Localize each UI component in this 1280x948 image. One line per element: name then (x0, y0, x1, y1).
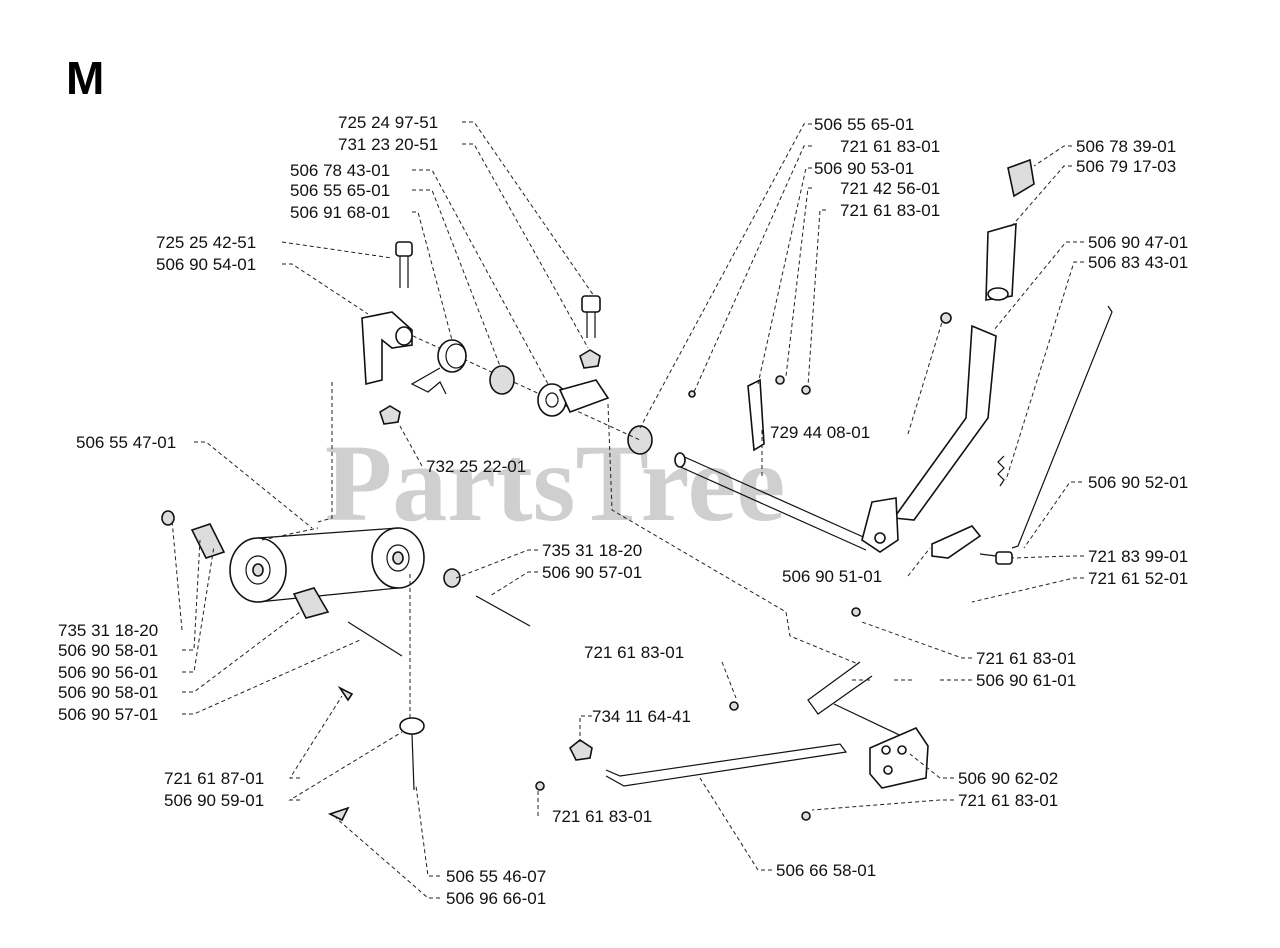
cotter-lower-4 (851, 607, 861, 617)
belt (257, 527, 399, 603)
callout-label: 721 61 83-01 (584, 643, 684, 662)
callout-label: 506 66 58-01 (776, 861, 876, 880)
callout-label: 506 78 43-01 (290, 161, 390, 180)
callout-label: 721 61 83-01 (958, 791, 1058, 810)
callout-label: 506 90 61-01 (976, 671, 1076, 690)
axle-1 (347, 621, 403, 657)
callout-label: 506 78 39-01 (1076, 137, 1176, 156)
callout-label: 721 61 83-01 (976, 649, 1076, 668)
cotter-1 (775, 375, 785, 385)
cotter-3 (688, 390, 696, 398)
callout-label: 506 55 65-01 (814, 115, 914, 134)
nut-lower (379, 405, 401, 425)
callout-label: 506 55 47-01 (76, 433, 176, 452)
nut-lower-mid (568, 739, 593, 761)
rod-lower (605, 743, 848, 787)
pulley-left (229, 537, 287, 603)
axle-2 (475, 595, 531, 627)
callout-label: 721 61 83-01 (840, 201, 940, 220)
clip-1 (337, 685, 354, 702)
flange-bushing (489, 365, 515, 395)
callout-label: 721 61 52-01 (1088, 569, 1188, 588)
callout-label: 506 90 51-01 (782, 567, 882, 586)
leader-lines (171, 121, 1084, 899)
callout-label: 506 90 59-01 (164, 791, 264, 810)
callout-label: 506 90 52-01 (1088, 473, 1188, 492)
callout-label: 721 61 87-01 (164, 769, 264, 788)
parts-artwork (161, 158, 1113, 822)
spacer-2 (292, 587, 330, 619)
washer-left (161, 510, 175, 526)
pivot-pin (747, 378, 765, 452)
cross-shaft (674, 452, 871, 551)
callout-label: 506 96 66-01 (446, 889, 546, 908)
callout-label: 729 44 08-01 (770, 423, 870, 442)
clip-2 (327, 806, 350, 822)
callout-label: 506 83 43-01 (1088, 253, 1188, 272)
callout-label: 506 90 58-01 (58, 641, 158, 660)
callout-label: 725 25 42-51 (156, 233, 256, 252)
handle-grip (985, 222, 1017, 301)
linkage-lower (807, 661, 929, 789)
callout-label: 731 23 20-51 (338, 135, 438, 154)
shaft-bushing (627, 425, 653, 455)
cotter-2 (801, 385, 811, 395)
callout-label: 721 61 83-01 (840, 137, 940, 156)
callout-label: 506 90 57-01 (58, 705, 158, 724)
handle-lever (861, 324, 997, 553)
detent-plate (931, 525, 982, 559)
control-rod-right (1011, 305, 1113, 549)
callout-label: 721 83 99-01 (1088, 547, 1188, 566)
bolt-upper-left (395, 241, 413, 288)
pulley-right (371, 527, 425, 589)
connector-shaft (607, 403, 859, 665)
cotter-lower-2 (729, 701, 739, 711)
cotter-lower-1 (535, 781, 545, 791)
bolt-right (979, 551, 1013, 565)
arm-hub (537, 379, 610, 417)
torsion-spring (410, 339, 467, 395)
callout-label: 506 90 54-01 (156, 255, 256, 274)
cotter-lower-3 (801, 811, 811, 821)
callout-label: 721 61 83-01 (552, 807, 652, 826)
callout-label: 506 90 47-01 (1088, 233, 1188, 252)
knob (1007, 158, 1035, 198)
callout-label: 506 90 53-01 (814, 159, 914, 178)
bracket-lever (361, 311, 413, 386)
connector-left (317, 382, 333, 523)
callout-label: 735 31 18-20 (542, 541, 642, 560)
spacer-1 (190, 523, 226, 559)
spring-right (997, 455, 1005, 487)
screw-grip (940, 312, 952, 324)
callout-label: 735 31 18-20 (58, 621, 158, 640)
adjuster (399, 717, 425, 791)
bolt-center (579, 295, 601, 369)
callout-label: 721 42 56-01 (840, 179, 940, 198)
watermark: PartsTree (325, 422, 785, 544)
washer-right (443, 568, 461, 588)
callout-label: 734 11 64-41 (592, 707, 691, 726)
callout-label: 506 55 46-07 (446, 867, 546, 886)
callout-label: 506 90 58-01 (58, 683, 158, 702)
callout-label: 732 25 22-01 (426, 457, 526, 476)
callout-label: 506 90 62-02 (958, 769, 1058, 788)
callout-label: 506 90 56-01 (58, 663, 158, 682)
callout-label: 506 55 65-01 (290, 181, 390, 200)
diagram-title: M (66, 52, 104, 104)
callout-labels: 725 24 97-51 731 23 20-51 506 78 43-01 5… (58, 113, 1188, 908)
callout-label: 506 91 68-01 (290, 203, 390, 222)
callout-label: 506 90 57-01 (542, 563, 642, 582)
callout-label: 506 79 17-03 (1076, 157, 1176, 176)
chain-top (261, 527, 319, 541)
callout-label: 725 24 97-51 (338, 113, 438, 132)
